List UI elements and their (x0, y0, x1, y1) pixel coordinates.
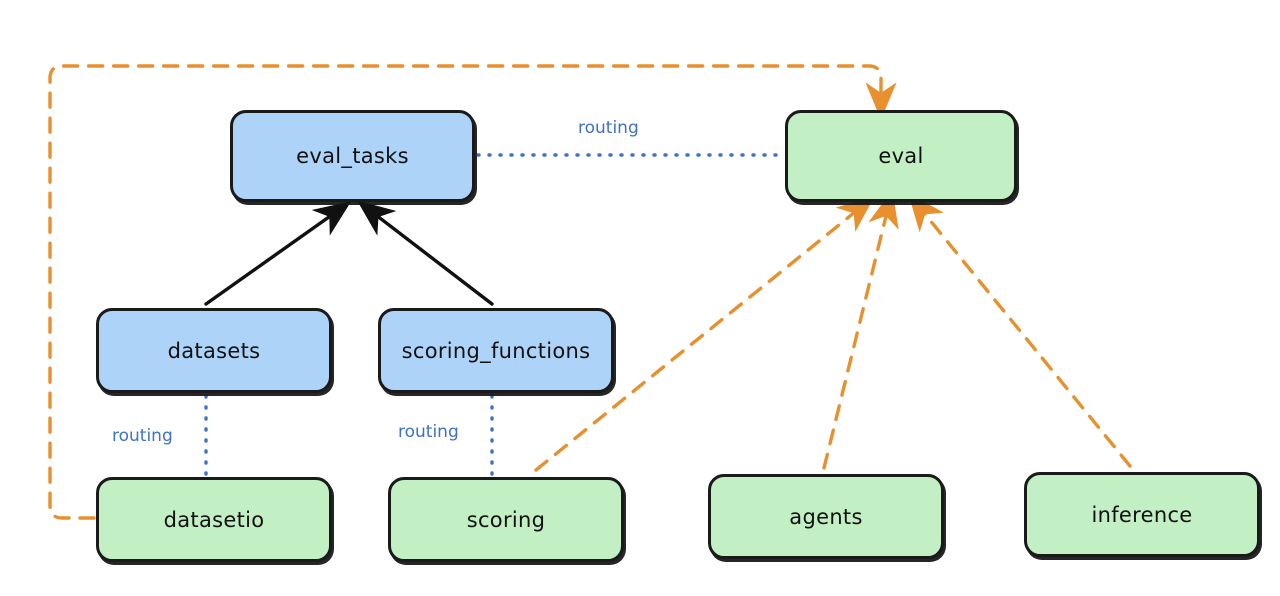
edge-label-routing-eval-tasks-eval: routing (578, 118, 639, 138)
node-scoring[interactable]: scoring (388, 477, 624, 562)
edge-scoring-functions-to-eval-tasks (357, 200, 494, 306)
node-eval-tasks[interactable]: eval_tasks (230, 110, 475, 202)
edge-label-routing-scoring-functions-scoring: routing (398, 422, 459, 442)
node-eval-tasks-label: eval_tasks (296, 144, 409, 168)
node-agents[interactable]: agents (708, 474, 944, 559)
node-agents-label: agents (789, 504, 863, 529)
node-scoring-label: scoring (466, 507, 546, 532)
edge-agents-to-eval (822, 189, 899, 470)
node-eval-label: eval (878, 144, 924, 168)
edge-datasets-to-eval-tasks (204, 201, 352, 306)
node-inference-label: inference (1091, 502, 1193, 527)
edge-label-routing-datasets-datasetio: routing (112, 426, 173, 446)
node-eval[interactable]: eval (785, 110, 1017, 202)
edge-datasetio-to-eval (48, 64, 897, 520)
node-inference[interactable]: inference (1024, 472, 1260, 557)
node-scoring-functions-label: scoring_functions (401, 338, 591, 363)
node-datasets[interactable]: datasets (96, 308, 332, 393)
edge-scoring-to-eval (534, 196, 875, 472)
node-datasetio[interactable]: datasetio (96, 477, 332, 562)
node-scoring-functions[interactable]: scoring_functions (378, 308, 614, 393)
edge-inference-to-eval (908, 193, 1132, 468)
node-datasets-label: datasets (167, 338, 261, 363)
node-datasetio-label: datasetio (163, 507, 265, 532)
